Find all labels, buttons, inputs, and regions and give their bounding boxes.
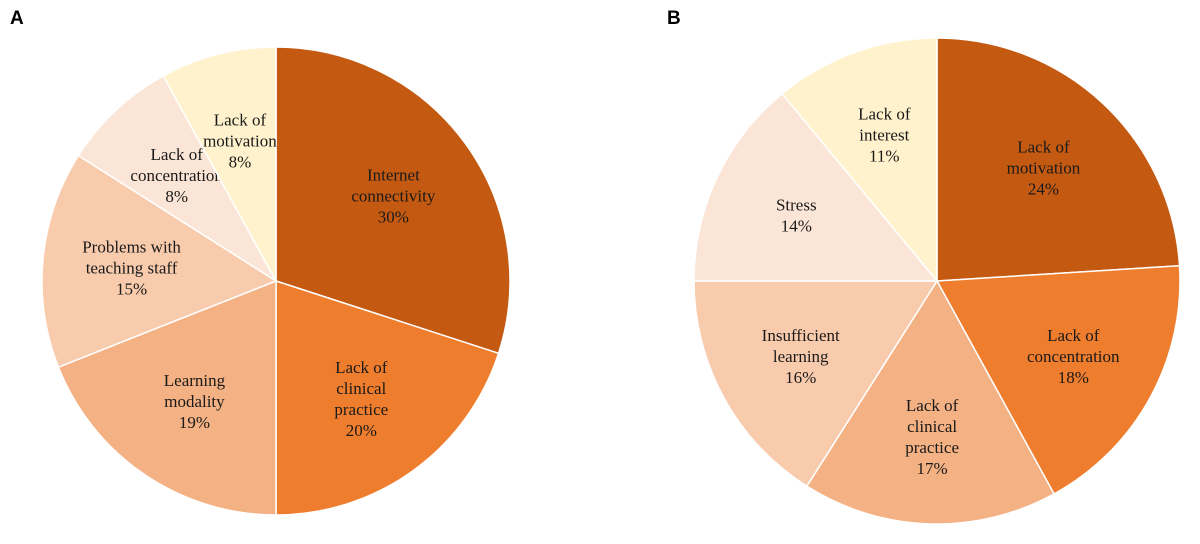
slice-label-line: Lack of [335,358,388,377]
slice-label-a-1: Lack of clinical practice 20% [334,358,388,440]
slice-label-a-5: Lack of motivation 8% [203,110,277,171]
slice-percent: 8% [229,152,252,171]
slice-label-a-2: Learning modality 19% [164,371,226,432]
pie-slice-a-5 [162,46,277,282]
slice-label-line: practice [334,400,388,419]
slice-label-b-3: Insufficient learning 16% [762,326,840,387]
slice-percent: 8% [165,187,188,206]
slice-label-line: concentration [130,166,223,185]
slice-label-a-4: Lack of concentration 8% [130,145,223,206]
slice-percent: 14% [781,216,812,235]
slice-label-line: motivation [203,131,277,150]
panel-letter-b: B [667,8,681,29]
slice-label-line: Lack of [858,105,911,124]
slice-label-line: Insufficient [762,326,840,345]
slice-percent: 11% [869,147,900,166]
pie-slice-b-0 [936,37,1181,282]
slice-label-line: practice [905,438,959,457]
slice-label-b-0: Lack of motivation 24% [1007,138,1081,199]
slice-label-line: Problems with [82,237,181,256]
slice-label-a-0: Internet connectivity 30% [351,166,436,227]
slice-label-line: Internet [367,166,420,185]
slice-percent: 16% [785,368,816,387]
pie-slice-a-4 [77,74,277,282]
slice-label-line: Lack of [150,145,203,164]
slice-percent: 20% [346,421,377,440]
slice-percent: 17% [917,459,948,478]
slice-label-line: motivation [1007,159,1081,178]
slice-label-b-4: Stress 14% [776,195,817,235]
pie-a: Internet connectivity 30% Lack of clinical pr… [41,46,511,516]
slice-label-line: Lack of [214,110,267,129]
slice-label-b-5: Lack of interest 11% [858,105,911,166]
slice-label-line: clinical [336,379,386,398]
pie-slice-b-5 [781,37,938,284]
slice-label-line: Lack of [906,396,959,415]
slice-label-b-2: Lack of clinical practice 17% [905,396,959,478]
slice-label-line: interest [859,126,909,145]
slice-label-line: teaching staff [86,258,178,277]
pie-b: Lack of motivation 24% Lack of concentration… [693,37,1181,525]
slice-percent: 18% [1058,368,1089,387]
slice-percent: 30% [378,208,409,227]
slice-label-line: Lack of [1017,138,1070,157]
pie-slice-a-1 [275,279,500,516]
pie-slice-a-3 [41,154,278,369]
slice-label-line: Stress [776,195,817,214]
slice-label-b-1: Lack of concentration 18% [1027,326,1120,387]
panel-letter-a: A [10,8,24,29]
slice-label-line: learning [773,347,829,366]
slice-percent: 19% [179,413,210,432]
slice-label-line: Learning [164,371,226,390]
slice-percent: 24% [1028,180,1059,199]
slice-label-line: concentration [1027,347,1120,366]
pie-slice-a-0 [275,46,511,355]
slice-percent: 15% [116,279,147,298]
slice-label-line: Lack of [1047,326,1100,345]
pie-slice-b-1 [935,264,1181,495]
slice-label-a-3: Problems with teaching staff 15% [82,237,181,298]
pie-slice-b-3 [693,280,939,488]
pie-slice-b-2 [805,279,1056,525]
slice-label-line: clinical [907,417,957,436]
pie-slice-a-2 [57,279,277,516]
slice-label-line: modality [164,392,225,411]
pie-slice-b-4 [693,92,939,282]
slice-label-line: connectivity [351,187,436,206]
